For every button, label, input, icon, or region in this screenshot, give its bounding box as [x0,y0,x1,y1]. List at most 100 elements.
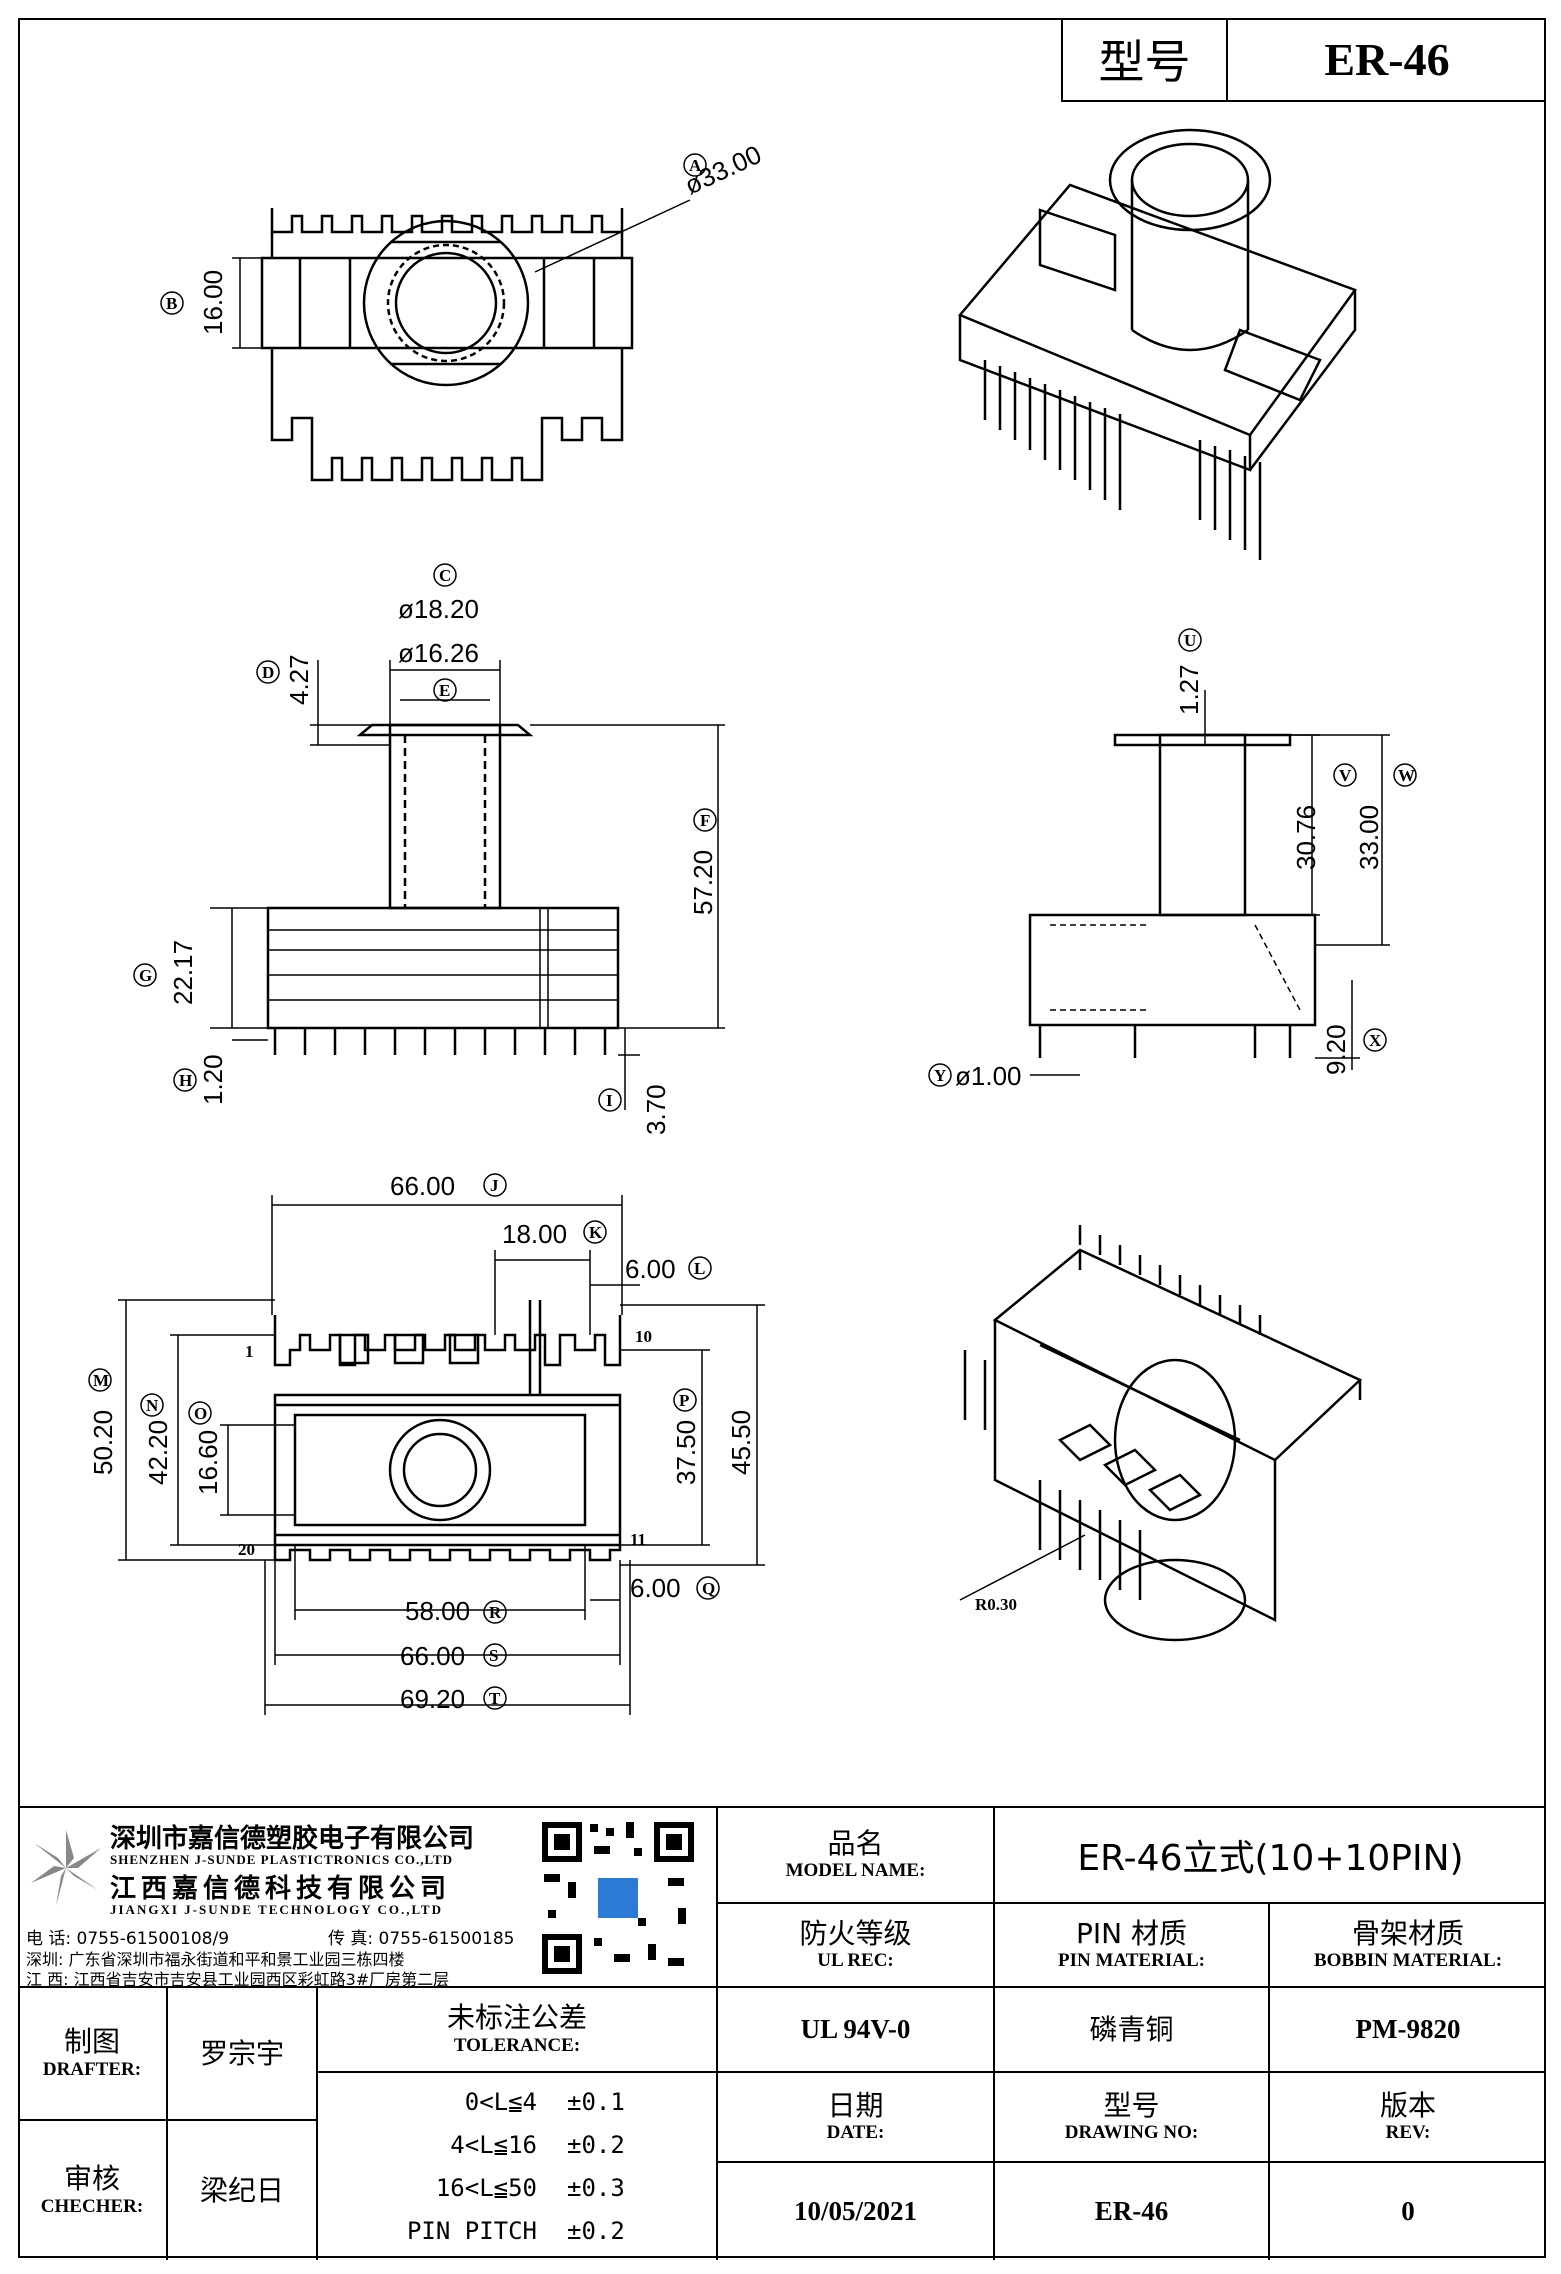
side-pins [273,1028,607,1055]
pin-material-value: 磷青铜 [1089,2012,1174,2046]
bubble-label-Q: Q [702,1579,715,1598]
drafter-value-cell: 罗宗宇 [168,1988,318,2121]
date-cn: 日期 [827,2088,884,2122]
tol-range: 4<L≦16 [450,2131,537,2159]
dim-side-h5: 3.70 [641,1084,671,1135]
dim-bot-w1: 66.00 [390,1171,455,1201]
bubble-F [693,808,717,832]
model-name-value: ER-46立式(10+10PIN) [1077,1838,1464,1879]
bubble-L [688,1256,712,1280]
side-view [210,660,725,1110]
rev-label-cell: 版本 REV: [1270,2073,1546,2163]
pin-20-label: 20 [238,1540,255,1559]
tolerance-table: 0<L≦4±0.1 4<L≦16±0.2 16<L≦50±0.3 PIN PIT… [318,2073,718,2260]
company2-name-cn: 江西嘉信德科技有限公司 [110,1874,452,1904]
checker-label-cell: 审核 CHECHER: [18,2121,168,2260]
company2-name-en: JIANGXI J-SUNDE TECHNOLOGY CO.,LTD [110,1902,443,1917]
bubble-B [160,291,184,315]
iso-pins [983,360,1262,560]
model-name-cn: 品名 [827,1826,884,1860]
rev-en: REV: [1385,2122,1431,2144]
bubble-U [1178,628,1202,652]
checker-cn: 审核 [63,2162,120,2196]
bobbin-material-value: PM-9820 [1355,2014,1461,2044]
model-header: 型号 ER-46 [1061,18,1546,102]
model-name-value-cell: ER-46立式(10+10PIN) [995,1808,1546,1904]
bubble-label-X: X [1369,1031,1382,1050]
dim-bot-h1: 50.20 [88,1410,118,1475]
drawing-no-cn: 型号 [1103,2088,1160,2122]
bubble-I [598,1088,622,1112]
bubble-M [88,1368,112,1392]
dim-bot-w3: 6.00 [625,1254,676,1284]
tol-row-2: 4<L≦16 ±0.2 [367,2131,667,2159]
tol-value: ±0.2 [567,2217,625,2245]
drawing-no-value: ER-46 [1094,2196,1169,2226]
rev-value-cell: 0 [1270,2163,1546,2260]
rev-value: 0 [1401,2196,1415,2226]
bubble-label-F: F [700,811,710,830]
tol-value: ±0.2 [567,2131,625,2159]
bubble-label-Y: Y [934,1066,946,1085]
tol-row-1: 0<L≦4±0.1 [367,2088,667,2116]
bubble-label-K: K [589,1223,603,1242]
model-name-en: MODEL NAME: [785,1860,926,1882]
iso-view-bottom [959,1225,1363,1642]
bubble-label-T: T [489,1689,501,1708]
bubble-C [433,563,457,587]
bubble-label-N: N [146,1396,159,1415]
date-value: 10/05/2021 [793,2196,917,2226]
dim-side-d2: ø16.26 [398,638,479,668]
dim-right-h1: 1.27 [1174,664,1204,715]
company-info: 深圳市嘉信德塑胶电子有限公司 SHENZHEN J-SUNDE PLASTICT… [18,1808,718,1989]
bubble-label-L: L [694,1259,705,1278]
bubble-S [483,1643,507,1667]
top-view [232,199,691,482]
drawing-no-en: DRAWING NO: [1064,2122,1199,2144]
bubble-P [673,1388,697,1412]
bubble-Q [696,1576,720,1600]
tolerance-en: TOLERANCE: [453,2034,581,2056]
dim-bot-h2: 42.20 [143,1420,173,1485]
ul-en: UL REC: [817,1950,894,1972]
bobbin-material-cn: 骨架材质 [1351,1916,1464,1950]
bottom-view [118,1195,765,1715]
drawing-no-value-cell: ER-46 [995,2163,1270,2260]
checker-value-cell: 梁纪日 [168,2121,318,2260]
dim-side-d1: ø18.20 [398,594,479,624]
pin-material-value-cell: 磷青铜 [995,1988,1270,2073]
iso2-pins [963,1225,1262,1600]
bobbin-material-label-cell: 骨架材质 BOBBIN MATERIAL: [1270,1904,1546,1988]
bubble-X [1363,1028,1387,1052]
bubble-label-S: S [489,1646,498,1665]
drawing-frame [18,18,1546,2258]
bubble-label-G: G [139,966,152,985]
company-logo-icon [31,1830,101,1906]
dim-right-pin: ø1.00 [955,1061,1022,1091]
dim-right-h2: 30.76 [1291,805,1321,870]
dim-bot-w6: 66.00 [400,1641,465,1671]
bubble-label-H: H [179,1071,192,1090]
pin-11-label: 11 [630,1530,646,1549]
model-value: ER-46 [1324,33,1450,85]
company-name-en: SHENZHEN J-SUNDE PLASTICTRONICS CO.,LTD [110,1852,454,1867]
bubble-Y [928,1063,952,1087]
bobbin-material-en: BOBBIN MATERIAL: [1313,1950,1503,1972]
dim-right-h4: 9.20 [1321,1024,1351,1075]
dim-side-h3: 22.17 [168,940,198,1005]
bubble-W [1393,763,1417,787]
drafter-cn: 制图 [63,2025,120,2059]
ul-value-cell: UL 94V-0 [718,1988,995,2073]
pin-material-cn: PIN 材质 [1076,1916,1187,1950]
drafter-en: DRAFTER: [42,2058,142,2080]
right-view [1028,690,1390,1076]
title-block: 深圳市嘉信德塑胶电子有限公司 SHENZHEN J-SUNDE PLASTICT… [18,1806,1546,2260]
dim-bot-h4: 37.50 [671,1420,701,1485]
bobbin-material-value-cell: PM-9820 [1270,1988,1546,2073]
drawing-no-label-cell: 型号 DRAWING NO: [995,2073,1270,2163]
company-tel: 电 话: 0755-61500108/9 [26,1929,230,1949]
bubble-N [140,1393,164,1417]
bubble-A [683,153,707,177]
bubble-label-W: W [1398,766,1415,785]
checker-value: 梁纪日 [199,2173,284,2207]
